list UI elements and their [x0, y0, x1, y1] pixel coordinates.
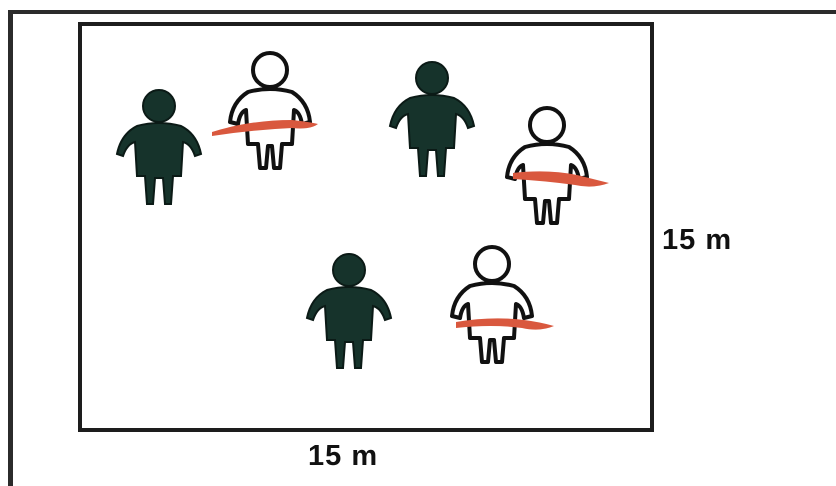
- dark-player-1: [117, 90, 201, 204]
- light-player-2: [507, 108, 609, 223]
- field-width-label: 15 m: [308, 440, 378, 473]
- light-player-3: [452, 247, 554, 362]
- light-player-1: [212, 53, 318, 168]
- dark-player-2: [390, 62, 474, 176]
- dark-player-3: [307, 254, 391, 368]
- field-height-label: 15 m: [662, 224, 732, 257]
